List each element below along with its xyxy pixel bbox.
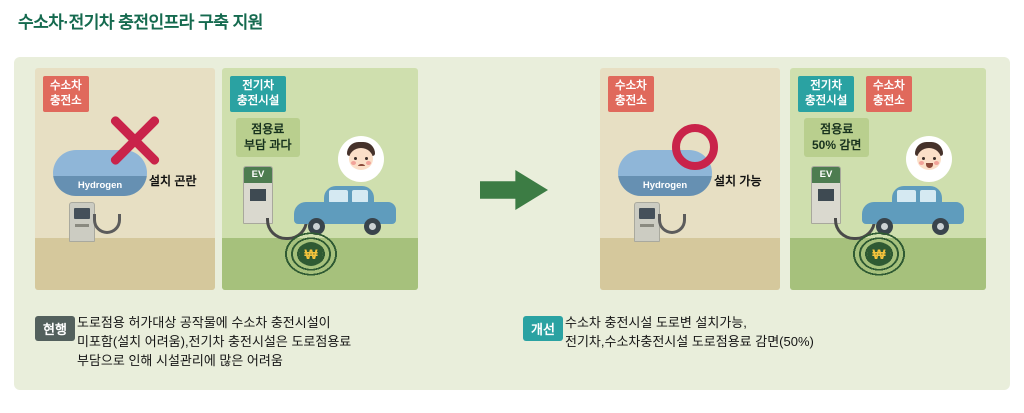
- happy-face-icon: [926, 163, 933, 168]
- ground: [35, 238, 215, 290]
- face-eye: [933, 157, 936, 160]
- page-title: 수소차·전기차 충전인프라 구축 지원: [18, 13, 263, 32]
- face-cheek: [366, 161, 371, 165]
- after-ev-station-panel: 전기차 충전시설 수소차 충전소 점용료 50% 감면 EV: [790, 68, 986, 290]
- face-cheek: [919, 161, 924, 165]
- ev-charger-label: EV: [244, 167, 272, 183]
- arrow-right-icon: [480, 170, 548, 210]
- hydrogen-station-badge: 수소차 충전소: [866, 76, 912, 112]
- before-caption-text: 도로점용 허가대상 공작물에 수소차 충전시설이 미포함(설치 어려움),전기차…: [77, 315, 352, 368]
- before-hydrogen-station-panel: 수소차 충전소 Hydrogen 설치 곤란: [35, 68, 215, 290]
- face-eye: [354, 157, 357, 160]
- sad-face-icon: [358, 164, 365, 168]
- hydrogen-tank: Hydrogen: [53, 150, 147, 196]
- ev-station-badge: 전기차 충전시설: [230, 76, 287, 112]
- o-mark-icon: [672, 124, 718, 170]
- won-symbol: ₩: [867, 242, 891, 266]
- fuel-dispenser: [69, 202, 95, 242]
- dispenser-slot: [640, 224, 654, 227]
- face-cheek: [351, 161, 356, 165]
- hydrogen-tank-label: Hydrogen: [642, 180, 688, 191]
- won-symbol: ₩: [299, 242, 323, 266]
- ev-charger-screen: [818, 189, 834, 201]
- x-mark-icon: [105, 110, 165, 170]
- dispenser-screen: [639, 208, 655, 219]
- hydrogen-station-badge: 수소차 충전소: [43, 76, 89, 112]
- car-window: [920, 190, 936, 203]
- car-wheel-hub: [369, 223, 376, 230]
- ev-charger: EV: [811, 166, 841, 224]
- after-caption-text: 수소차 충전시설 도로변 설치가능, 전기차,수소차충전시설 도로점용료 감면(…: [565, 315, 814, 349]
- speech-bubble: [906, 136, 952, 182]
- before-label-badge: 현행: [35, 316, 75, 341]
- fee-burden-note: 점용료 부담 과다: [236, 118, 300, 158]
- speech-bubble: [338, 136, 384, 182]
- face-eye: [922, 157, 925, 160]
- car-wheel: [364, 218, 381, 235]
- ev-charger-label: EV: [812, 167, 840, 183]
- after-label-badge: 개선: [523, 316, 563, 341]
- car-window: [352, 190, 368, 203]
- before-ev-station-panel: 전기차 충전시설 점용료 부담 과다 EV: [222, 68, 418, 290]
- after-hydrogen-station-panel: 수소차 충전소 Hydrogen 설치 가능: [600, 68, 780, 290]
- electric-car: [862, 186, 964, 238]
- fee-discount-note: 점용료 50% 감면: [804, 118, 870, 158]
- dispenser-slot: [75, 224, 89, 227]
- install-difficult-note: 설치 곤란: [149, 174, 197, 188]
- ev-charger: EV: [243, 166, 273, 224]
- hydrogen-tank-label: Hydrogen: [77, 180, 123, 191]
- car-wheel-hub: [313, 223, 320, 230]
- ev-station-badge: 전기차 충전시설: [798, 76, 855, 112]
- install-possible-note: 설치 가능: [714, 174, 762, 188]
- face-eye: [365, 157, 368, 160]
- won-coin-icon: ₩: [850, 230, 908, 278]
- car-window: [897, 190, 916, 203]
- car-window: [329, 190, 348, 203]
- car-cabin: [324, 186, 374, 206]
- car-wheel-hub: [937, 223, 944, 230]
- fuel-dispenser: [634, 202, 660, 242]
- dispenser-screen: [74, 208, 90, 219]
- electric-car: [294, 186, 396, 238]
- infographic-board: 수소차 충전소 Hydrogen 설치 곤란 전기차 충전시설 점용료 부담 과…: [14, 57, 1010, 390]
- fuel-hose: [658, 214, 686, 234]
- fuel-hose: [93, 214, 121, 234]
- hydrogen-station-badge: 수소차 충전소: [608, 76, 654, 112]
- won-coin-icon: ₩: [282, 230, 340, 278]
- face-cheek: [934, 161, 939, 165]
- ev-charger-screen: [250, 189, 266, 201]
- ground: [600, 238, 780, 290]
- car-wheel-hub: [881, 223, 888, 230]
- car-cabin: [892, 186, 942, 206]
- car-wheel: [932, 218, 949, 235]
